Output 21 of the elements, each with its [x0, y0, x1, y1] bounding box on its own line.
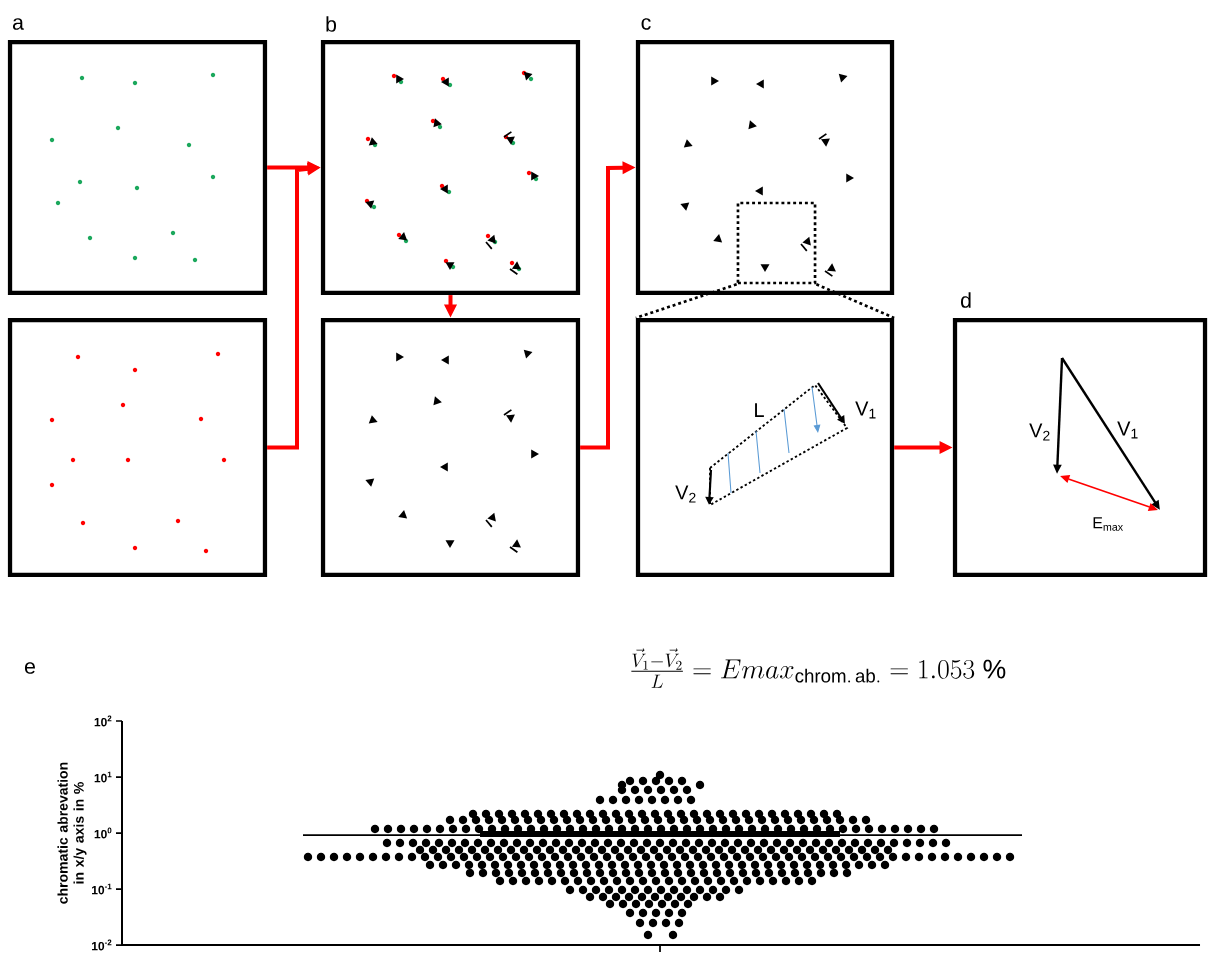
- panel-letter: d: [961, 292, 971, 308]
- panel-box: [7, 317, 268, 578]
- vector-label: V$_{2}$: [1029, 423, 1050, 441]
- tick-label: 10$^{0}$: [94, 827, 112, 839]
- vector-label: V$_{1}$: [855, 401, 876, 419]
- panel-letter: a: [12, 18, 24, 30]
- tick-label: 10$^{-1}$: [92, 883, 112, 895]
- vector-label: V$_{1}$: [1117, 421, 1138, 439]
- panel-letter: e: [24, 662, 35, 674]
- tick-label: 10$^{1}$: [94, 771, 112, 783]
- panel-letter: b: [326, 16, 337, 32]
- panel-letter: c: [641, 18, 651, 30]
- formula: $\frac{\vec{V}_1-\vec{V}_2}{L}=Emax_{\mathrm{chrom.\,ab.}}=1.053\ \%$: [631, 648, 1006, 688]
- panel-box: [320, 317, 581, 578]
- axis-title: chromatic abrevation in x/y axis in %: [57, 762, 87, 904]
- tick-label: 10$^{2}$: [94, 715, 112, 727]
- tick-label: 10$^{-2}$: [92, 939, 112, 951]
- zoom-frame: [736, 201, 817, 285]
- vector-label: L: [755, 403, 764, 417]
- vector-label: E$_{max}$: [1093, 517, 1123, 531]
- vector-label: V$_{2}$: [675, 485, 696, 503]
